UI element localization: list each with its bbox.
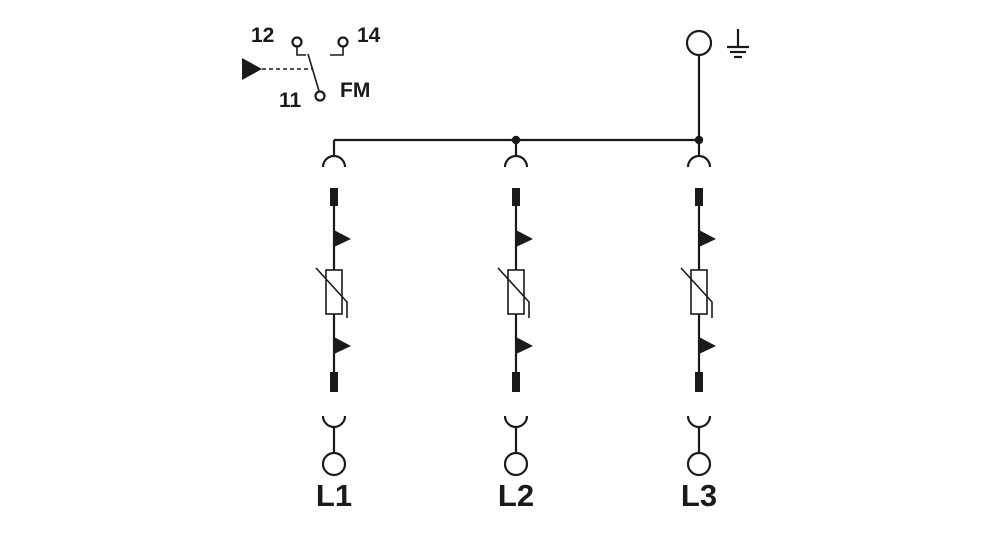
bottom-socket-icon bbox=[321, 415, 347, 429]
terminal-label-11: 11 bbox=[279, 89, 302, 112]
bottom-socket-icon bbox=[503, 415, 529, 429]
varistor-slash bbox=[497, 267, 530, 318]
bottom-socket-icon bbox=[686, 415, 712, 429]
connector-block bbox=[695, 372, 703, 392]
varistor-body bbox=[690, 269, 708, 315]
branch-label-l2: L2 bbox=[498, 478, 534, 513]
contact-12-lead bbox=[296, 47, 306, 56]
terminal-label-14: 14 bbox=[357, 24, 381, 47]
connector-block bbox=[512, 372, 520, 392]
contact-14-lead bbox=[330, 47, 344, 56]
protection-branches bbox=[315, 140, 716, 477]
flag-marker-icon bbox=[516, 337, 533, 354]
common-bus bbox=[334, 135, 704, 145]
top-socket-icon bbox=[321, 154, 347, 168]
branch-2 bbox=[497, 140, 533, 477]
varistor-body bbox=[507, 269, 525, 315]
switch-blade bbox=[307, 53, 320, 92]
connector-block bbox=[330, 188, 338, 206]
terminal-label-12: 12 bbox=[251, 24, 274, 47]
branch-label-l1: L1 bbox=[316, 478, 352, 513]
connector-block bbox=[695, 188, 703, 206]
top-socket-icon bbox=[503, 154, 529, 168]
varistor-slash bbox=[680, 267, 713, 318]
flag-marker-icon bbox=[699, 337, 716, 354]
connector-block bbox=[330, 372, 338, 392]
earth-ground-icon bbox=[727, 29, 749, 59]
earth-terminal-circle bbox=[685, 29, 713, 57]
line-terminal-circle bbox=[686, 451, 712, 477]
connector-block bbox=[512, 188, 520, 206]
terminal-11-circle bbox=[314, 90, 326, 102]
branch-3 bbox=[680, 140, 716, 477]
varistor-slash bbox=[315, 267, 348, 318]
flag-marker-icon bbox=[699, 230, 716, 247]
actuator-arrow-icon bbox=[242, 58, 262, 80]
branch-1 bbox=[315, 140, 351, 477]
contact-label-fm: FM bbox=[340, 79, 370, 102]
top-socket-icon bbox=[686, 154, 712, 168]
flag-marker-icon bbox=[334, 230, 351, 247]
line-terminal-circle bbox=[503, 451, 529, 477]
flag-marker-icon bbox=[334, 337, 351, 354]
flag-marker-icon bbox=[516, 230, 533, 247]
terminal-14-circle bbox=[337, 36, 349, 48]
terminal-12-circle bbox=[291, 36, 303, 48]
varistor-body bbox=[325, 269, 343, 315]
earth-terminal bbox=[685, 29, 749, 140]
remote-signal-contact: 12 14 11 FM bbox=[242, 24, 381, 112]
line-terminal-circle bbox=[321, 451, 347, 477]
branch-label-l3: L3 bbox=[681, 478, 717, 513]
